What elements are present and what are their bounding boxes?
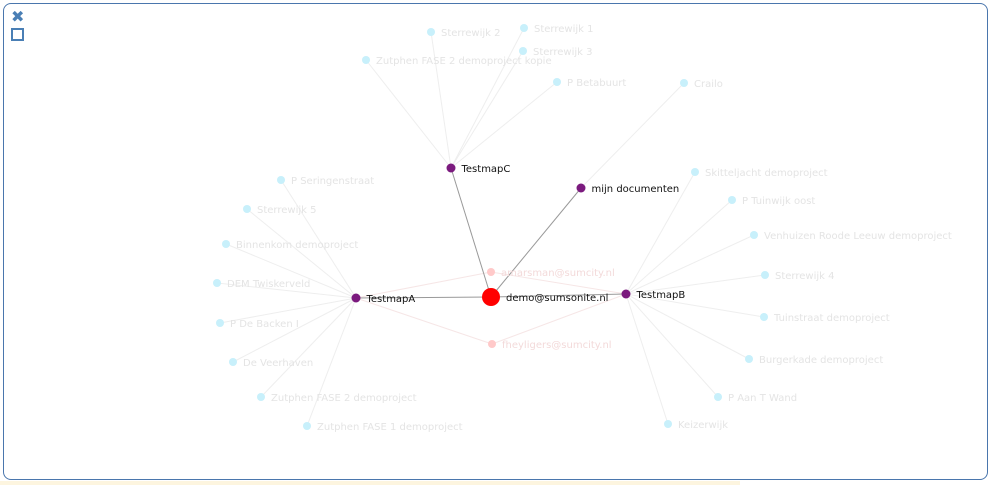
folder-label[interactable]: mijn documenten — [592, 184, 680, 195]
edge — [450, 81, 558, 169]
project-node[interactable] — [243, 205, 251, 213]
project-node[interactable] — [520, 24, 528, 32]
project-label[interactable]: P Betabuurt — [567, 78, 626, 89]
project-node[interactable] — [553, 78, 561, 86]
edge — [232, 297, 357, 363]
project-node[interactable] — [303, 422, 311, 430]
user-node[interactable] — [487, 268, 495, 276]
user-label[interactable]: fheyligers@sumcity.nl — [502, 340, 612, 351]
folder-node[interactable] — [576, 183, 586, 193]
edge — [246, 208, 357, 299]
edge — [450, 167, 492, 298]
edge — [306, 297, 357, 427]
project-label[interactable]: Zutphen FASE 2 demoproject — [271, 393, 417, 404]
edge — [625, 199, 733, 295]
project-node[interactable] — [222, 240, 230, 248]
edge — [580, 82, 685, 189]
folder-label[interactable]: TestmapB — [636, 290, 686, 301]
edge — [625, 171, 696, 295]
edge — [365, 59, 452, 169]
project-label[interactable]: P De Backen I — [230, 319, 299, 330]
edge — [450, 50, 524, 169]
project-node[interactable] — [691, 168, 699, 176]
project-label[interactable]: Venhuizen Roode Leeuw demoproject — [764, 231, 952, 242]
project-node[interactable] — [761, 271, 769, 279]
project-node[interactable] — [216, 319, 224, 327]
edge — [625, 293, 719, 398]
project-node[interactable] — [760, 313, 768, 321]
edge — [355, 297, 493, 345]
project-label[interactable]: P Seringenstraat — [291, 176, 374, 187]
project-label[interactable]: P Tuinwijk oost — [742, 196, 815, 207]
project-node[interactable] — [229, 358, 237, 366]
edge — [625, 293, 765, 318]
user-node[interactable] — [488, 340, 496, 348]
edge — [625, 234, 755, 295]
project-node[interactable] — [714, 393, 722, 401]
edge — [490, 187, 582, 298]
project-label[interactable]: DEM Twiskerveld — [227, 279, 310, 290]
project-label[interactable]: Binnenkom demoproject — [236, 240, 358, 251]
project-node[interactable] — [728, 196, 736, 204]
background-strip — [0, 481, 740, 485]
edge — [355, 296, 492, 299]
project-node[interactable] — [362, 56, 370, 64]
edge — [450, 27, 525, 169]
project-node[interactable] — [213, 279, 221, 287]
project-node[interactable] — [745, 355, 753, 363]
edge — [490, 293, 627, 298]
project-label[interactable]: Zutphen FASE 2 demoproject kopie — [376, 56, 552, 67]
project-label[interactable]: Crailo — [694, 79, 723, 90]
folder-label[interactable]: TestmapC — [461, 164, 511, 175]
project-node[interactable] — [750, 231, 758, 239]
user-label[interactable]: amarsman@sumcity.nl — [501, 268, 615, 279]
edge — [430, 31, 452, 169]
folder-node[interactable] — [446, 163, 456, 173]
project-label[interactable]: Sterrewijk 2 — [441, 28, 500, 39]
project-label[interactable]: Keizerwijk — [678, 420, 728, 431]
project-label[interactable]: Skitteljacht demoproject — [705, 168, 828, 179]
folder-label[interactable]: TestmapA — [366, 294, 416, 305]
project-label[interactable]: P Aan T Wand — [728, 393, 797, 404]
root-label[interactable]: demo@sumsonite.nl — [506, 293, 608, 304]
edge — [625, 293, 669, 425]
root-node[interactable] — [482, 288, 500, 306]
project-label[interactable]: De Veerhaven — [243, 358, 313, 369]
project-label[interactable]: Zutphen FASE 1 demoproject — [317, 422, 463, 433]
edge — [490, 271, 627, 295]
project-node[interactable] — [680, 79, 688, 87]
edge — [625, 274, 766, 295]
edge — [225, 243, 357, 299]
edge — [216, 282, 357, 299]
edge — [260, 297, 357, 398]
folder-node[interactable] — [621, 289, 631, 299]
project-label[interactable]: Burgerkade demoproject — [759, 355, 883, 366]
close-icon[interactable]: ✖ — [11, 7, 25, 26]
project-label[interactable]: Sterrewijk 1 — [534, 24, 593, 35]
edge — [625, 293, 750, 360]
project-label[interactable]: Sterrewijk 3 — [533, 47, 592, 58]
project-label[interactable]: Sterrewijk 4 — [775, 271, 834, 282]
project-node[interactable] — [664, 420, 672, 428]
project-node[interactable] — [519, 47, 527, 55]
project-node[interactable] — [427, 28, 435, 36]
folder-node[interactable] — [351, 293, 361, 303]
edge — [219, 297, 357, 324]
project-node[interactable] — [277, 176, 285, 184]
edge — [280, 179, 357, 299]
edge — [491, 293, 627, 345]
project-label[interactable]: Sterrewijk 5 — [257, 205, 316, 216]
project-label[interactable]: Tuinstraat demoproject — [773, 313, 890, 324]
project-node[interactable] — [257, 393, 265, 401]
maximize-icon[interactable] — [11, 28, 24, 41]
edge — [355, 271, 492, 299]
